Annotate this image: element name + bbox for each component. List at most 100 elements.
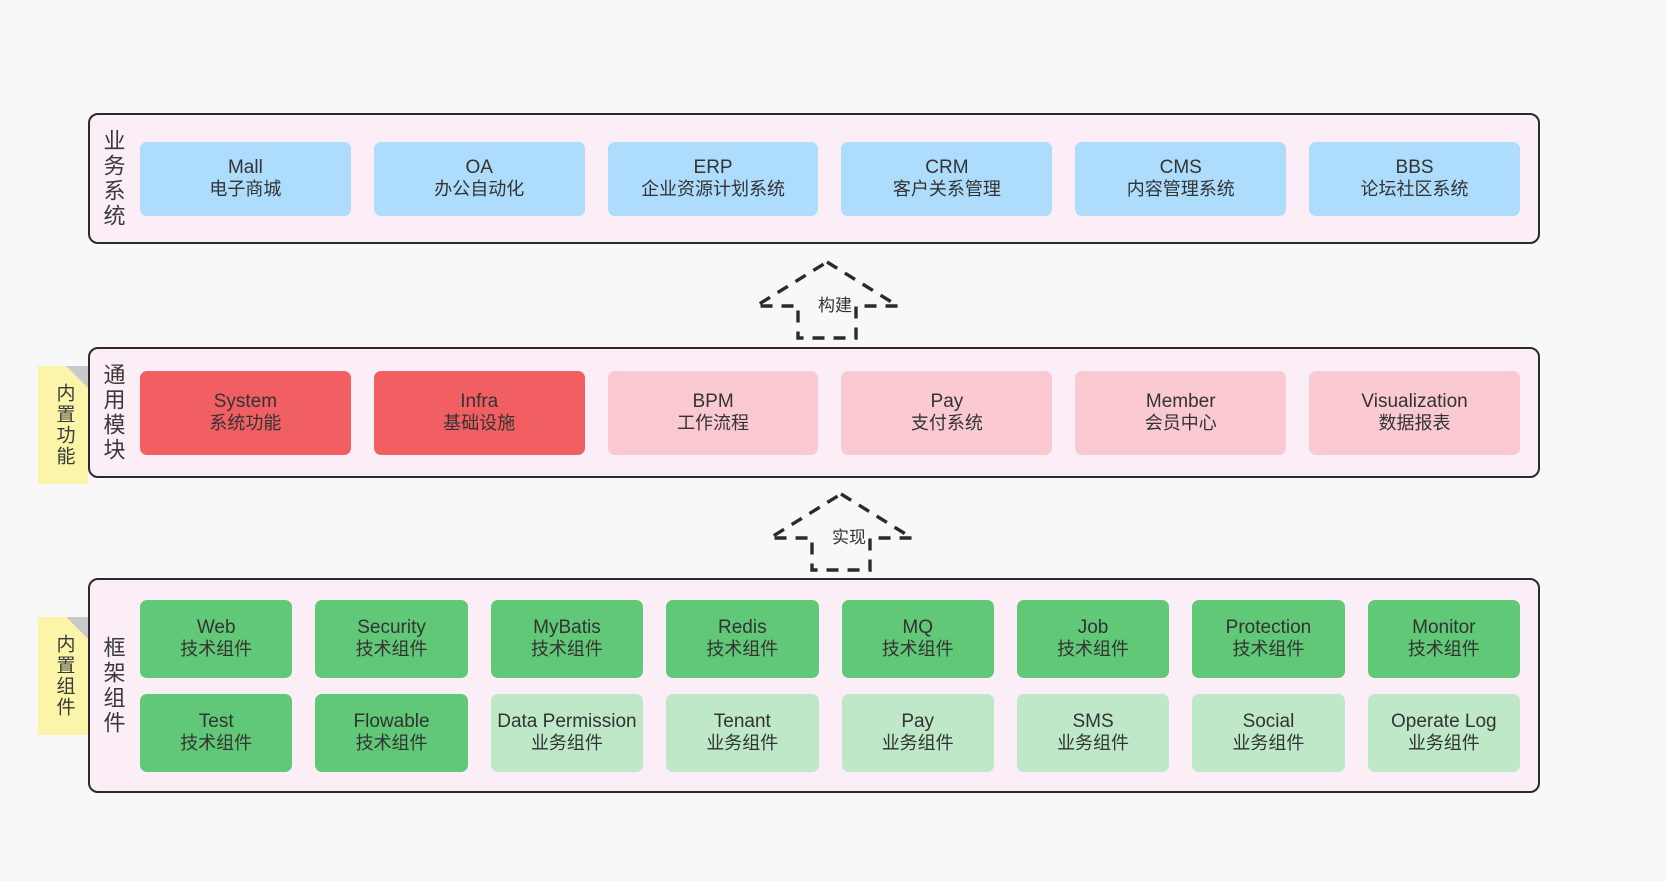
sticky-note-label: 内置组件 (53, 634, 75, 718)
node-monitor[interactable]: Monitor 技术组件 (1367, 599, 1520, 678)
layer-title-text: 业务系统 (100, 128, 126, 229)
arrow-implement: 实现 (766, 490, 916, 572)
node-mall[interactable]: Mall 电子商城 (140, 141, 351, 216)
node-title: Test (198, 710, 234, 732)
node-title: Infra (460, 390, 499, 412)
node-subtitle: 业务组件 (530, 733, 603, 754)
node-subtitle: 技术组件 (355, 639, 428, 660)
node-bbs[interactable]: BBS 论坛社区系统 (1309, 141, 1520, 216)
node-title: ERP (693, 156, 733, 178)
node-mq[interactable]: MQ 技术组件 (841, 599, 994, 678)
node-title: Operate Log (1390, 710, 1497, 732)
node-subtitle: 技术组件 (530, 639, 603, 660)
node-subtitle: 技术组件 (180, 733, 253, 754)
node-subtitle: 基础设施 (443, 413, 516, 434)
node-social[interactable]: Social 业务组件 (1192, 693, 1345, 772)
node-oa[interactable]: OA 办公自动化 (373, 141, 585, 216)
node-title: Data Permission (497, 710, 637, 732)
node-title: Visualization (1361, 390, 1468, 412)
node-test[interactable]: Test 技术组件 (140, 693, 293, 772)
node-erp[interactable]: ERP 企业资源计划系统 (607, 141, 819, 216)
layer-business-systems: 业务系统 Mall 电子商城 OA 办公自动化 ERP 企业资源计划系统 CRM (88, 113, 1540, 244)
node-subtitle: 技术组件 (1232, 639, 1305, 660)
node-subtitle: 客户关系管理 (892, 179, 1001, 200)
node-subtitle: 论坛社区系统 (1360, 179, 1469, 200)
node-redis[interactable]: Redis 技术组件 (666, 599, 819, 678)
node-title: Job (1077, 616, 1109, 638)
layer-body-common-modules: System 系统功能 Infra 基础设施 BPM 工作流程 Pay 支付系统… (136, 349, 1538, 476)
node-pay-component[interactable]: Pay 业务组件 (841, 693, 994, 772)
node-subtitle: 内容管理系统 (1126, 179, 1235, 200)
node-title: OA (465, 156, 493, 178)
arrow-implement-icon (766, 492, 916, 572)
node-title: BPM (692, 390, 734, 412)
node-subtitle: 业务组件 (1407, 733, 1480, 754)
node-title: Security (357, 616, 426, 638)
node-member[interactable]: Member 会员中心 (1075, 370, 1287, 455)
node-title: CRM (925, 156, 969, 178)
page-fold-icon (66, 617, 88, 639)
node-subtitle: 业务组件 (1057, 733, 1130, 754)
node-subtitle: 技术组件 (355, 733, 428, 754)
layer-title-common-modules: 通用模块 (90, 349, 136, 476)
node-subtitle: 电子商城 (209, 179, 282, 200)
node-subtitle: 业务组件 (881, 733, 954, 754)
node-title: MyBatis (533, 616, 601, 638)
node-cms[interactable]: CMS 内容管理系统 (1075, 141, 1287, 216)
node-title: Pay (930, 390, 964, 412)
layer-body-framework-components: Web 技术组件 Security 技术组件 MyBatis 技术组件 Redi… (136, 580, 1538, 791)
layer-title-text: 通用模块 (100, 362, 126, 463)
arrow-build-icon (752, 260, 902, 340)
page-fold-icon (66, 366, 88, 388)
node-title: Flowable (353, 710, 430, 732)
node-mybatis[interactable]: MyBatis 技术组件 (490, 599, 644, 678)
node-sms[interactable]: SMS 业务组件 (1016, 693, 1170, 772)
node-subtitle: 企业资源计划系统 (641, 179, 786, 200)
node-title: Redis (718, 616, 767, 638)
node-pay-module[interactable]: Pay 支付系统 (841, 370, 1053, 455)
sticky-note-label: 内置功能 (53, 383, 75, 467)
node-subtitle: 技术组件 (1407, 639, 1480, 660)
node-infra[interactable]: Infra 基础设施 (373, 370, 585, 455)
node-security[interactable]: Security 技术组件 (315, 599, 468, 678)
sticky-note-builtin-components: 内置组件 (38, 617, 88, 735)
node-protection[interactable]: Protection 技术组件 (1192, 599, 1345, 678)
node-title: Protection (1225, 616, 1312, 638)
node-subtitle: 工作流程 (677, 413, 750, 434)
node-crm[interactable]: CRM 客户关系管理 (841, 141, 1053, 216)
node-subtitle: 支付系统 (910, 413, 983, 434)
row-common-modules: System 系统功能 Infra 基础设施 BPM 工作流程 Pay 支付系统… (140, 370, 1520, 455)
node-visualization[interactable]: Visualization 数据报表 (1309, 370, 1520, 455)
node-subtitle: 技术组件 (1057, 639, 1130, 660)
node-subtitle: 数据报表 (1378, 413, 1451, 434)
node-subtitle: 系统功能 (209, 413, 282, 434)
node-subtitle: 办公自动化 (434, 179, 525, 200)
node-operate-log[interactable]: Operate Log 业务组件 (1367, 693, 1520, 772)
node-subtitle: 技术组件 (881, 639, 954, 660)
node-title: Web (196, 616, 236, 638)
node-data-permission[interactable]: Data Permission 业务组件 (490, 693, 644, 772)
sticky-note-builtin-functions: 内置功能 (38, 366, 88, 484)
node-flowable[interactable]: Flowable 技术组件 (315, 693, 468, 772)
node-subtitle: 业务组件 (706, 733, 779, 754)
node-title: SMS (1072, 710, 1114, 732)
node-job[interactable]: Job 技术组件 (1016, 599, 1170, 678)
node-title: Social (1242, 710, 1295, 732)
layer-title-business-systems: 业务系统 (90, 115, 136, 242)
node-title: Pay (901, 710, 935, 732)
node-subtitle: 业务组件 (1232, 733, 1305, 754)
node-system[interactable]: System 系统功能 (140, 370, 351, 455)
node-title: MQ (902, 616, 933, 638)
arrow-build: 构建 (752, 258, 902, 340)
node-tenant[interactable]: Tenant 业务组件 (666, 693, 819, 772)
layer-framework-components: 框架组件 Web 技术组件 Security 技术组件 MyBatis 技术组件… (88, 578, 1540, 793)
layer-title-text: 框架组件 (100, 635, 126, 736)
node-web[interactable]: Web 技术组件 (140, 599, 293, 678)
arrow-build-label: 构建 (816, 291, 854, 316)
node-title: Member (1145, 390, 1216, 412)
layer-body-business-systems: Mall 电子商城 OA 办公自动化 ERP 企业资源计划系统 CRM 客户关系… (136, 115, 1538, 242)
node-title: System (213, 390, 278, 412)
node-subtitle: 技术组件 (180, 639, 253, 660)
node-bpm[interactable]: BPM 工作流程 (607, 370, 819, 455)
